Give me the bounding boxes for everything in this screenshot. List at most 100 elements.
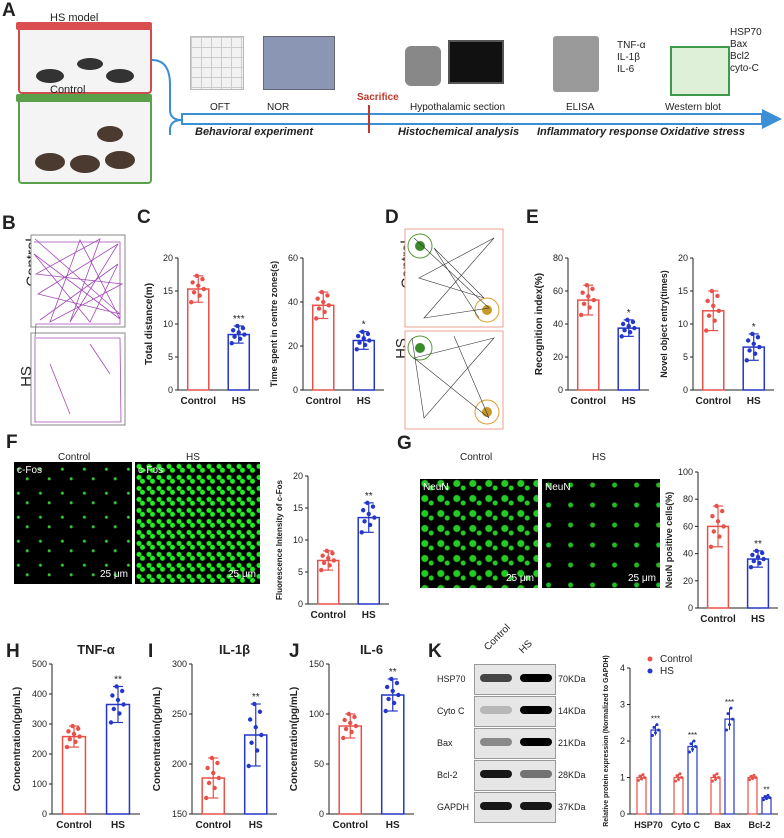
data-point (765, 797, 768, 801)
legend-label: Control (660, 654, 692, 665)
data-point (216, 775, 222, 781)
data-point (64, 744, 70, 750)
y-axis-label: Fluorescence Intensity of c-Fos (275, 479, 284, 600)
wb-band (480, 802, 512, 810)
data-point (121, 702, 126, 707)
y-tick-label: 20 (678, 253, 688, 263)
data-point (677, 777, 680, 781)
data-point (752, 351, 758, 356)
data-point (117, 711, 122, 716)
data-point (246, 763, 251, 769)
data-point (717, 776, 720, 779)
y-tick-label: 0 (319, 809, 324, 819)
data-point (194, 273, 200, 279)
chart-h: 0100200300400500Concentration(pg/mL)TNF-… (12, 642, 140, 831)
y-tick-label: 2 (620, 736, 625, 746)
data-point (365, 331, 371, 337)
data-point (721, 524, 726, 529)
data-point (675, 774, 679, 778)
stage-behavioral: Behavioral experiment (195, 126, 313, 138)
panel-letter-f: F (6, 432, 18, 453)
data-point (622, 327, 627, 333)
data-point (196, 283, 201, 288)
y-tick-label: 15 (293, 503, 303, 513)
data-point (370, 504, 376, 509)
data-point (341, 735, 346, 741)
data-point (581, 301, 587, 306)
data-point (651, 734, 654, 738)
y-tick-label: 80 (683, 494, 693, 504)
data-point (745, 338, 751, 343)
sacrifice-label: Sacrifice (357, 92, 399, 103)
data-point (394, 680, 400, 686)
data-point (342, 717, 347, 723)
panel-letter-k: K (428, 641, 442, 662)
data-point (229, 340, 234, 346)
y-tick-label: 5 (683, 352, 688, 362)
y-tick-label: 150 (172, 809, 187, 819)
data-point (760, 550, 765, 556)
data-point (259, 732, 264, 738)
data-point (705, 298, 710, 304)
bar (710, 776, 721, 815)
data-point (580, 290, 585, 295)
legend-label: HS (660, 666, 674, 677)
data-point (206, 780, 212, 786)
data-point (627, 330, 633, 335)
data-point (715, 293, 720, 299)
y-axis-label: Time spent in centre zones(s) (269, 261, 279, 387)
data-point (755, 554, 761, 560)
y-tick-label: 20 (553, 352, 563, 362)
y-tick-label: 0 (42, 809, 47, 819)
data-point (717, 534, 722, 539)
wb-band (480, 674, 512, 682)
panel-letter-e: E (526, 207, 539, 228)
data-point (691, 747, 694, 751)
significance-label: *** (233, 314, 245, 325)
y-axis-label: Concentration(pg/mL) (12, 687, 23, 791)
data-point (76, 726, 81, 731)
data-point (366, 511, 371, 517)
y-tick-label: 0 (558, 385, 563, 395)
y-tick-label: 0 (620, 809, 625, 819)
data-point (751, 558, 756, 564)
chart-title: IL-6 (360, 642, 383, 657)
data-point (249, 740, 254, 745)
data-point (362, 342, 368, 348)
data-point (748, 565, 754, 570)
legend-marker (647, 668, 653, 674)
wb-kda-label: 21KDa (558, 738, 586, 748)
data-point (761, 556, 766, 562)
data-point (204, 795, 209, 801)
y-tick-label: 4 (620, 663, 625, 673)
y-tick-label: 80 (553, 253, 563, 263)
x-tick-label: Control (695, 396, 731, 407)
control-cage-label: Control (50, 84, 86, 96)
data-point (115, 697, 121, 703)
data-point (638, 774, 642, 778)
stage-oxidative: Oxidative stress (660, 126, 745, 138)
data-point (579, 312, 584, 318)
data-point (640, 777, 643, 781)
wb-kda-label: 37KDa (558, 802, 586, 812)
wb-band (480, 706, 512, 714)
data-point (657, 728, 660, 732)
panel-letter-j: J (289, 641, 300, 662)
data-point (762, 798, 765, 802)
data-point (678, 772, 682, 776)
wb-kda-label: 28KDa (558, 770, 586, 780)
stage-inflammatory: Inflammatory response (537, 126, 659, 138)
data-point (750, 552, 755, 558)
data-point (235, 323, 240, 329)
data-point (710, 514, 715, 519)
y-tick-label: 50 (314, 759, 324, 769)
nor-label: NOR (267, 102, 290, 113)
data-point (754, 776, 757, 779)
data-point (247, 717, 253, 722)
data-point (384, 684, 390, 690)
data-point (200, 276, 205, 282)
y-tick-label: 0 (298, 599, 303, 609)
